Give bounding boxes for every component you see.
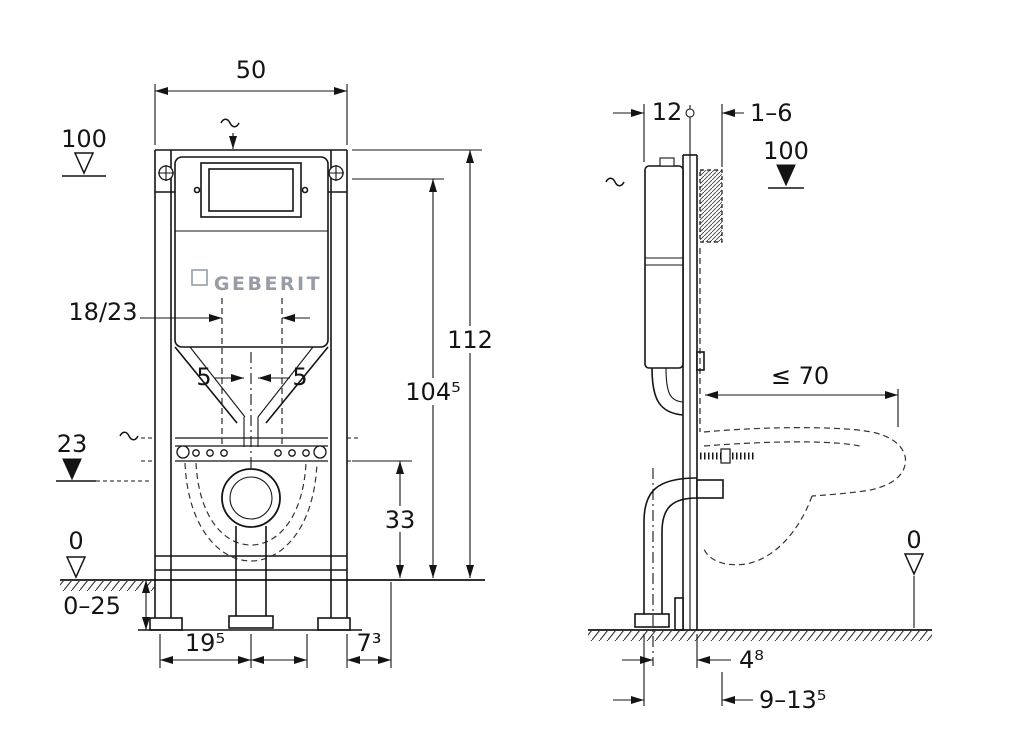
level-marker-filled-icon [62, 458, 82, 481]
dim-label: ≤ 70 [771, 362, 829, 390]
dim-label: 19⁵ [185, 629, 225, 657]
dim-12: 12 [613, 98, 695, 162]
dim-9-13-5: 9–13⁵ [613, 634, 826, 714]
level-label: 23 [57, 430, 88, 458]
level-100-side: 100 [763, 137, 809, 189]
dim-18-23: 18/23 [68, 298, 310, 326]
dim-label: 104⁵ [405, 378, 460, 406]
drain-flange [634, 613, 670, 628]
cistern-side [644, 157, 684, 416]
mounting-plate [141, 437, 361, 462]
drain-flange [228, 615, 274, 629]
level-label: 0 [906, 526, 921, 554]
dim-104-5: 104⁵ [352, 178, 461, 578]
level-0-front: 0 [65, 527, 87, 579]
dim-4-8: 4⁸ [622, 634, 764, 674]
level-marker-filled-icon [776, 164, 796, 187]
pan-outlet-stub [696, 479, 724, 499]
dim-label: 4⁸ [739, 646, 764, 674]
pan-outline-front [184, 462, 318, 562]
left-foot-plate [149, 617, 183, 631]
dim-label: 9–13⁵ [759, 686, 826, 714]
dim-label: 12 [652, 98, 683, 126]
fixing-hole-icon [176, 445, 190, 459]
dim-floor-range: 0–25 [63, 580, 150, 630]
level-label: 0 [68, 527, 83, 555]
dim-label: 50 [236, 56, 267, 84]
drain-connection-front [184, 462, 318, 629]
level-label: 100 [763, 137, 809, 165]
dim-112: 112 [352, 149, 493, 578]
frame-screw-holes [158, 165, 344, 181]
floor-hatch [60, 581, 156, 591]
brand-square-icon [191, 269, 208, 286]
cistern-front: GEBERIT [174, 156, 329, 447]
side-view: 12 1–6 100 ≤ 70 0 [588, 98, 932, 714]
rod-nut [720, 448, 731, 464]
screw-icon [193, 186, 201, 194]
dim-label: 0–25 [63, 592, 121, 620]
brand-logo: GEBERIT [214, 273, 322, 295]
floor-front [60, 579, 485, 591]
water-supply-icon [119, 431, 139, 441]
dim-5-right: 5 [258, 363, 308, 391]
front-dimensions: 50 100 112 104⁵ 18/23 [56, 56, 493, 668]
dim-label: 5 [196, 363, 211, 391]
dim-5-left: 5 [196, 363, 244, 391]
water-supply-icon [220, 118, 240, 128]
pan-fixing [700, 448, 754, 464]
dim-label: 1–6 [750, 99, 793, 127]
dim-33: 33 [352, 460, 417, 578]
floor-hatch [588, 631, 932, 641]
dim-1-6: 1–6 [721, 99, 793, 167]
level-100-front: 100 [61, 125, 107, 177]
dim-label: 7³ [357, 629, 382, 657]
floor-side [588, 629, 932, 641]
dim-70: ≤ 70 [705, 362, 899, 427]
level-marker-open-icon [73, 152, 95, 175]
flush-plate-wall [699, 169, 723, 243]
rail-foot [674, 597, 684, 631]
level-0-side: 0 [903, 526, 925, 628]
dim-origin-icon [685, 108, 695, 118]
pan-outline-side [703, 427, 907, 566]
dim-label: 112 [447, 326, 493, 354]
level-23: 23 [56, 430, 152, 482]
fixing-hole-icon [313, 445, 327, 459]
water-supply-icon [605, 177, 625, 187]
front-view: GEBERIT [56, 56, 493, 668]
dim-label: 18/23 [68, 298, 137, 326]
dim-label: 33 [385, 506, 416, 534]
right-foot-plate [317, 617, 351, 631]
screw-icon [301, 186, 309, 194]
level-marker-open-icon [903, 553, 925, 576]
side-dimensions: 12 1–6 100 ≤ 70 0 [613, 98, 925, 714]
dim-label: 5 [292, 363, 307, 391]
actuator-window [200, 162, 302, 218]
dim-bottom-front: 19⁵ 7³ [159, 582, 392, 668]
level-marker-open-icon [65, 556, 87, 579]
dim-width-50: 50 [154, 56, 348, 145]
drain-circle [221, 468, 281, 528]
supply-position-lines [221, 298, 283, 476]
drain-side [634, 468, 724, 666]
level-label: 100 [61, 125, 107, 153]
